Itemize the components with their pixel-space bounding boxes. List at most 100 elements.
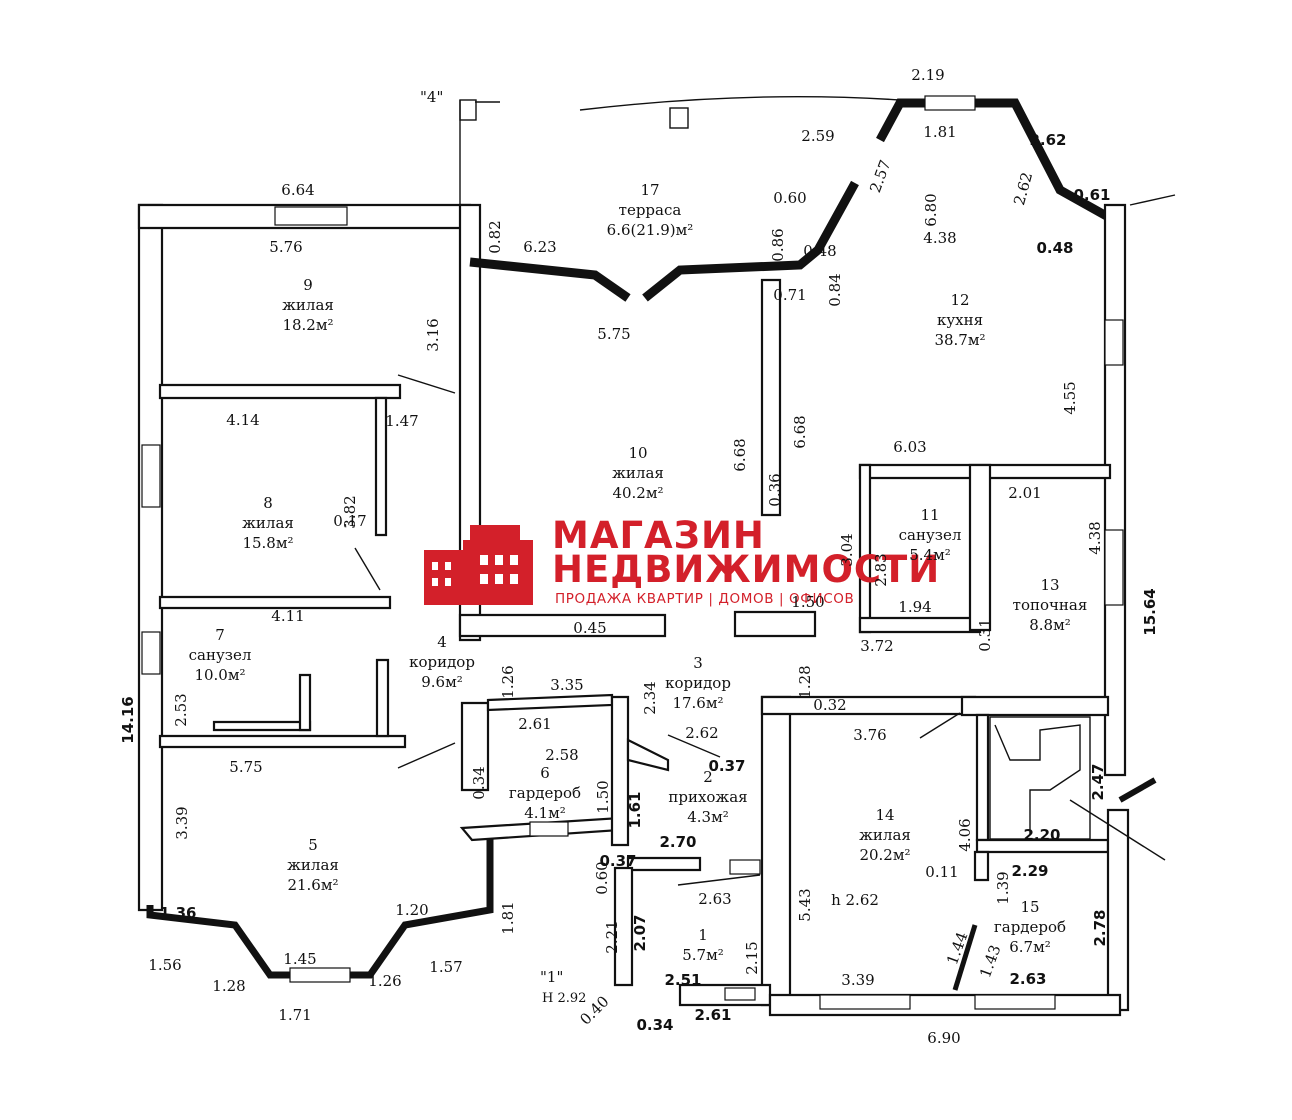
- room-name: гардероб: [509, 784, 581, 802]
- room-area: 18.2м²: [282, 316, 333, 334]
- dimension-label: 2.34: [641, 681, 659, 714]
- wall-terrace-b: [642, 180, 859, 302]
- dimension-label: 4.38: [923, 229, 956, 247]
- room-number: 2: [703, 768, 713, 786]
- dimension-label: 3.16: [424, 318, 442, 351]
- dimension-label: 0.36: [766, 473, 784, 506]
- dimension-label: 3.35: [550, 676, 583, 694]
- dimension-label: 1.56: [148, 956, 181, 974]
- room-area: 8.8м²: [1029, 616, 1071, 634]
- window-5: [289, 967, 351, 983]
- window-8: [141, 444, 161, 508]
- wall-3-south-14: [760, 695, 977, 716]
- room-number: 15: [1020, 898, 1039, 916]
- dimension-label: 1.71: [278, 1006, 311, 1024]
- window-13: [1104, 529, 1124, 606]
- wall-2-notch: [626, 738, 670, 772]
- dimension-label: 1.39: [994, 871, 1012, 904]
- wall-8-4: [374, 396, 388, 537]
- wall-east-lower: [1106, 808, 1130, 1012]
- dimension-label: 0.82: [486, 220, 504, 253]
- window-kitchen: [924, 95, 976, 111]
- dimension-label: 6.23: [523, 238, 556, 256]
- dimension-label: 2.61: [694, 1006, 731, 1024]
- dimension-label: 1.43: [976, 943, 1004, 981]
- room-number: 5: [308, 836, 318, 854]
- wall-13-south: [960, 695, 1110, 717]
- dimension-label: 0.60: [593, 861, 611, 894]
- dimension-label: 2.62: [1029, 131, 1066, 149]
- window-6: [529, 821, 569, 837]
- window-14: [819, 994, 911, 1010]
- dimension-label: 14.16: [119, 696, 137, 743]
- room-area: 21.6м²: [287, 876, 338, 894]
- dimension-label: 0.34: [636, 1016, 673, 1034]
- wall-11-13: [968, 463, 992, 632]
- dimension-label: 3.39: [841, 971, 874, 989]
- room-name: топочная: [1013, 596, 1088, 614]
- dimension-label: 6.03: [893, 438, 926, 456]
- wall-7-inner: [212, 720, 312, 732]
- entry-line: [1118, 777, 1157, 803]
- dimension-label: 1.26: [368, 972, 401, 990]
- staircase: [989, 716, 1166, 861]
- room-area: 4.1м²: [524, 804, 566, 822]
- room-number: 14: [875, 806, 894, 824]
- dimension-label: 1.26: [499, 665, 517, 698]
- dimension-label: 0.11: [925, 863, 958, 881]
- column-terrace: [669, 107, 689, 129]
- room-name: коридор: [665, 674, 731, 692]
- staircase-steps: [994, 724, 1081, 835]
- room-area: 6.7м²: [1009, 938, 1051, 956]
- wall-1-west: [613, 866, 634, 987]
- room-area: 40.2м²: [612, 484, 663, 502]
- dimension-label: 2.63: [698, 890, 731, 908]
- dimension-label: 0.31: [976, 618, 994, 651]
- dimension-label: 1.20: [395, 901, 428, 919]
- wall-10-south-b: [733, 610, 817, 638]
- room-area: 5.4м²: [909, 546, 951, 564]
- dimension-label: 0.84: [826, 273, 844, 306]
- building-icon: [424, 525, 533, 605]
- dimension-label: 1.94: [898, 598, 931, 616]
- room-number: 12: [950, 291, 969, 309]
- room-labels: 15.7м²2прихожая4.3м²3коридор17.6м²4корид…: [189, 181, 1088, 964]
- wall-8-7: [158, 595, 392, 610]
- wall-15-west: [973, 850, 990, 882]
- dimension-label: 4.06: [956, 818, 974, 851]
- dimension-label: 5.75: [597, 325, 630, 343]
- dimension-label: 4.55: [1061, 381, 1079, 414]
- axis4-marker: "4": [420, 88, 443, 106]
- dimension-label: 1.45: [283, 950, 316, 968]
- room-name: терраса: [619, 201, 682, 219]
- dimension-label: 15.64: [1141, 588, 1159, 635]
- dimension-label: 1.28: [796, 665, 814, 698]
- room-name: санузел: [899, 526, 962, 544]
- dimension-label: 0.60: [773, 189, 806, 207]
- dimension-label: 0.61: [1073, 186, 1110, 204]
- room-number: 1: [698, 926, 708, 944]
- dimension-label: 2.15: [743, 941, 761, 974]
- leader-ext: [1129, 194, 1176, 206]
- room-area: 17.6м²: [672, 694, 723, 712]
- dimension-label: 2.62: [1010, 170, 1036, 207]
- wall-7-5: [158, 734, 407, 749]
- window-1: [724, 987, 756, 1001]
- leader-8: [354, 547, 381, 591]
- room-number: 17: [640, 181, 659, 199]
- dimension-label: 3.04: [838, 533, 856, 566]
- windows: [141, 95, 1124, 1010]
- room-area: 10.0м²: [194, 666, 245, 684]
- room-number: 10: [628, 444, 647, 462]
